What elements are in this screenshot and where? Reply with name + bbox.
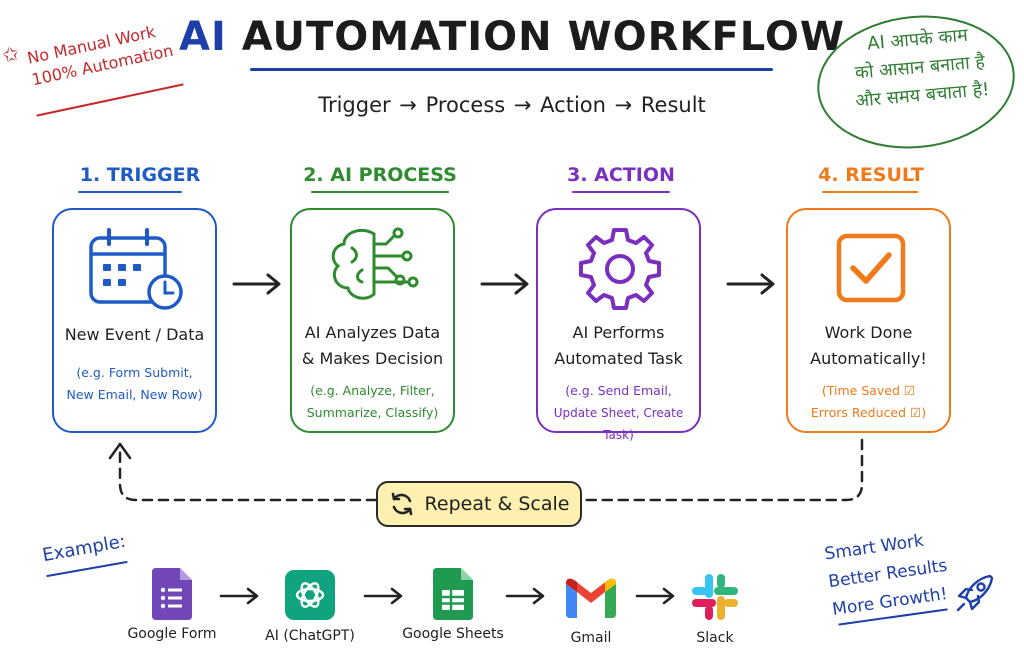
step-heading-result: 4. RESULT bbox=[818, 164, 924, 186]
card-title: & Makes Decision bbox=[301, 349, 444, 368]
flow-summary: Trigger → Process → Action → Result bbox=[318, 93, 706, 117]
card-example-line: (e.g. Form Submit, bbox=[76, 365, 193, 380]
app-label: Slack bbox=[696, 630, 734, 646]
rocket-icon bbox=[956, 574, 994, 612]
brain-circuit-icon bbox=[331, 227, 419, 300]
card-title: AI Analyzes Data bbox=[304, 323, 441, 342]
arrow-right-icon bbox=[232, 273, 281, 295]
app-label: Gmail bbox=[570, 630, 612, 646]
card-title: Work Done bbox=[824, 323, 913, 342]
page-title: AI AUTOMATION WORKFLOW bbox=[179, 14, 845, 60]
checkbox-icon bbox=[836, 233, 906, 303]
app-label: Google Form bbox=[127, 626, 217, 642]
arrow-right-icon bbox=[726, 273, 775, 295]
step-heading-action: 3. ACTION bbox=[567, 164, 675, 186]
calendar-icon bbox=[89, 228, 183, 310]
step-heading-underline bbox=[572, 191, 670, 193]
card-example-line: New Email, New Row) bbox=[66, 387, 203, 402]
card-example-line: Update Sheet, Create Task) bbox=[553, 406, 684, 442]
app-google-sheets: Google Sheets bbox=[400, 568, 506, 642]
step-card-result: Work Done Automatically! (Time Saved ☑ E… bbox=[786, 208, 951, 433]
arrow-right-icon bbox=[363, 587, 403, 605]
step-card-action: AI Performs Automated Task (e.g. Send Em… bbox=[536, 208, 701, 442]
card-example-line: (e.g. Send Email, bbox=[565, 383, 672, 398]
arrow-right-icon bbox=[219, 587, 259, 605]
card-title: Automated Task bbox=[554, 349, 683, 368]
card-example-line: (Time Saved ☑ bbox=[821, 383, 916, 398]
repeat-scale-badge: Repeat & Scale bbox=[376, 481, 582, 527]
card-title: Automatically! bbox=[810, 349, 927, 368]
step-heading-ai-process: 2. AI PROCESS bbox=[303, 164, 457, 186]
card-example-line: (e.g. Analyze, Filter, bbox=[310, 383, 435, 398]
title-underline bbox=[250, 68, 773, 71]
arrow-right-icon bbox=[480, 273, 529, 295]
refresh-icon bbox=[391, 492, 412, 516]
google-forms-icon bbox=[152, 568, 192, 620]
step-heading-trigger: 1. TRIGGER bbox=[79, 164, 201, 186]
slack-icon bbox=[692, 574, 738, 620]
card-title: New Event / Data bbox=[64, 325, 205, 344]
card-example-line: Summarize, Classify) bbox=[306, 405, 439, 420]
app-chatgpt: AI (ChatGPT) bbox=[258, 570, 362, 644]
chatgpt-icon bbox=[285, 570, 335, 620]
arrow-right-icon bbox=[635, 587, 675, 605]
step-heading-underline bbox=[822, 191, 918, 193]
smart-work-note: Smart Work Better Results More Growth! bbox=[823, 530, 949, 620]
card-title: AI Performs bbox=[572, 323, 665, 342]
gmail-icon bbox=[566, 578, 616, 618]
card-example-line: Errors Reduced ☑) bbox=[810, 405, 927, 420]
step-heading-underline bbox=[78, 191, 182, 193]
step-heading-underline bbox=[311, 191, 449, 193]
app-label: Google Sheets bbox=[402, 626, 504, 642]
app-google-form: Google Form bbox=[122, 568, 222, 642]
step-card-trigger: New Event / Data (e.g. Form Submit, New … bbox=[52, 208, 217, 433]
google-sheets-icon bbox=[433, 568, 473, 620]
gear-icon bbox=[579, 228, 661, 310]
app-label: AI (ChatGPT) bbox=[265, 628, 355, 644]
app-gmail: Gmail bbox=[548, 576, 634, 646]
app-slack: Slack bbox=[680, 574, 750, 646]
step-card-ai-process: AI Analyzes Data & Makes Decision (e.g. … bbox=[290, 208, 455, 433]
arrow-right-icon bbox=[505, 587, 545, 605]
